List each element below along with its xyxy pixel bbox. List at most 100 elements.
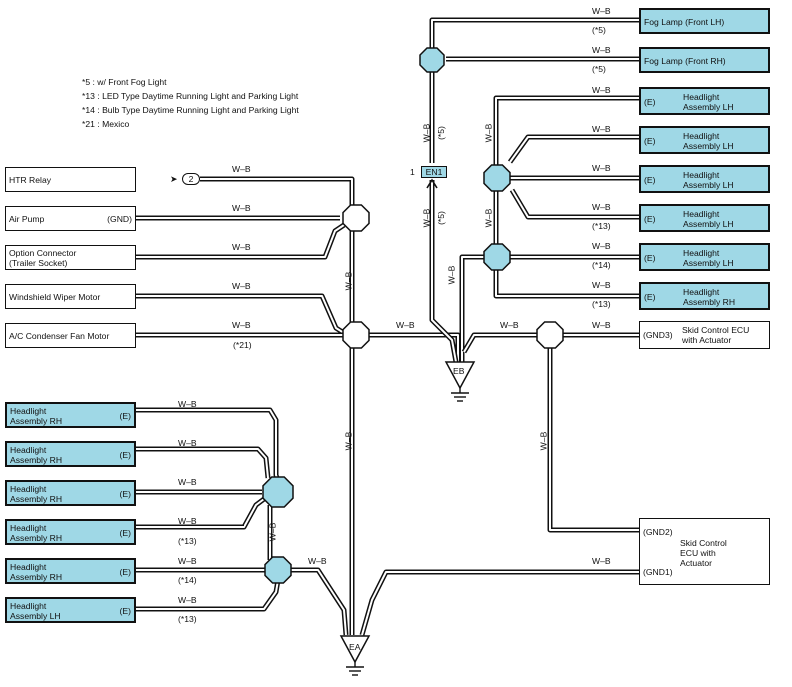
skid-ecu-bottom-label: Skid Control ECU with Actuator [680,538,727,568]
htr-relay-box[interactable]: HTR Relay [5,167,136,192]
wire-label: W–B [178,438,197,448]
headlight-left-5[interactable]: Headlight Assembly RH (E) [5,558,136,584]
skid-ecu-top[interactable]: (GND3) Skid Control ECU with Actuator [639,321,770,349]
wire-label: W–B [178,477,197,487]
wire-core [136,224,345,258]
headlight-right-6[interactable]: (E) Headlight Assembly RH [639,282,770,310]
headlight-right-4-label: Headlight Assembly LH [683,209,734,229]
headlight-right-3-label: Headlight Assembly LH [683,170,734,190]
wiper-motor-box[interactable]: Windshield Wiper Motor [5,284,136,309]
wire-label: W–B [343,431,354,451]
skid-ecu-bottom-pin-gnd2: (GND2) [643,527,673,537]
wire-outline [136,579,281,612]
headlight-right-4[interactable]: (E) Headlight Assembly LH [639,204,770,232]
fog-lamp-lh-note: (*5) [592,25,606,35]
headlight-left-5-label: Headlight Assembly RH [10,562,63,582]
wire-label: W–B [592,320,611,330]
headlight-left-3-label: Headlight Assembly RH [10,484,63,504]
wire-outline [359,569,640,636]
splice [483,164,511,192]
splice [536,321,564,349]
wire-core [431,19,639,48]
headlight-left-6[interactable]: Headlight Assembly LH (E) [5,597,136,623]
headlight-right-1[interactable]: (E) Headlight Assembly LH [639,87,770,115]
wire-core [495,270,639,297]
fog-lamp-rh[interactable]: Fog Lamp (Front RH) [639,47,770,73]
splice [483,243,511,271]
wire-label: W–B [343,271,354,291]
headlight-right-4-pin: (E) [644,214,656,224]
headlight-left-2[interactable]: Headlight Assembly RH (E) [5,441,136,467]
wire-core [290,569,347,636]
headlight-left-2-pin: (E) [119,450,131,460]
wire-outline [547,348,640,533]
headlight-right-2-label: Headlight Assembly LH [683,131,734,151]
skid-ecu-bottom[interactable]: (GND2) Skid Control ECU with Actuator (G… [639,518,770,585]
wire-label: W–B [592,6,611,16]
wire-label: W–B [592,45,611,55]
wire-outline [461,332,537,354]
splice [342,204,370,232]
wire-label: W–B [483,208,494,228]
fog-lamp-lh[interactable]: Fog Lamp (Front LH) [639,8,770,34]
fog-lamp-rh-note: (*5) [592,64,606,74]
wire-outline [493,270,639,299]
wire-outline [429,17,639,48]
wire-core [136,448,269,479]
wire-label: W–B [592,556,611,566]
headlight-left-4-pin: (E) [119,528,131,538]
wire-label: W–B [232,242,251,252]
fog-lamp-rh-label: Fog Lamp (Front RH) [644,56,726,66]
headlight-right-3-pin: (E) [644,175,656,185]
headlight-right-6-pin: (E) [644,292,656,302]
wire-core [136,295,345,334]
wire-outline [136,497,266,530]
connector-2-label: 2 [188,174,194,184]
headlight-left-6-pin: (E) [119,606,131,616]
headlight-right-6-label: Headlight Assembly RH [683,287,736,307]
splice [342,321,370,349]
wire-label: W–B [308,556,327,566]
splice [264,556,292,584]
ac-fan-motor-box[interactable]: A/C Condenser Fan Motor [5,323,136,348]
headlight-left-1-pin: (E) [119,411,131,421]
wire-label: W–B [232,281,251,291]
en1-arrow-icon [426,178,438,189]
wire-label: W–B [178,556,197,566]
skid-ecu-bottom-pin-gnd1: (GND1) [643,567,673,577]
air-pump-box[interactable]: Air Pump (GND) [5,206,136,231]
wire-core [495,97,639,166]
headlight-left-5-note: (*14) [178,575,197,585]
note-21: *21 : Mexico [82,119,130,129]
wire-label: W–B [500,320,519,330]
ground-ea-icon [339,635,371,664]
htr-relay-label: HTR Relay [9,175,52,185]
ground-eb-icon [444,361,476,390]
headlight-left-3-pin: (E) [119,489,131,499]
headlight-right-6-note: (*13) [592,299,611,309]
skid-ecu-top-label: Skid Control ECU with Actuator [682,325,750,345]
option-connector-box[interactable]: Option Connector (Trailer Socket) [5,245,136,270]
headlight-right-5-pin: (E) [644,253,656,263]
headlight-left-1-label: Headlight Assembly RH [10,406,63,426]
headlight-left-6-note: (*13) [178,614,197,624]
headlight-right-3[interactable]: (E) Headlight Assembly LH [639,165,770,193]
en1-pin: 1 [410,167,415,177]
wire-label: W–B [446,265,457,285]
headlight-right-2[interactable]: (E) Headlight Assembly LH [639,126,770,154]
headlight-left-3[interactable]: Headlight Assembly RH (E) [5,480,136,506]
connector-2: 2 [182,173,200,185]
ground-eb-label: EB [453,366,465,376]
headlight-left-5-pin: (E) [119,567,131,577]
headlight-right-2-pin: (E) [644,136,656,146]
headlight-left-4[interactable]: Headlight Assembly RH (E) [5,519,136,545]
headlight-right-1-pin: (E) [644,97,656,107]
wire-label: W–B [592,241,611,251]
headlight-left-1[interactable]: Headlight Assembly RH (E) [5,402,136,428]
wire-label: W–B [592,280,611,290]
headlight-right-5[interactable]: (E) Headlight Assembly LH [639,243,770,271]
wire-core [509,136,639,163]
wire-core [431,180,457,363]
wire-label: W–B [483,123,494,143]
